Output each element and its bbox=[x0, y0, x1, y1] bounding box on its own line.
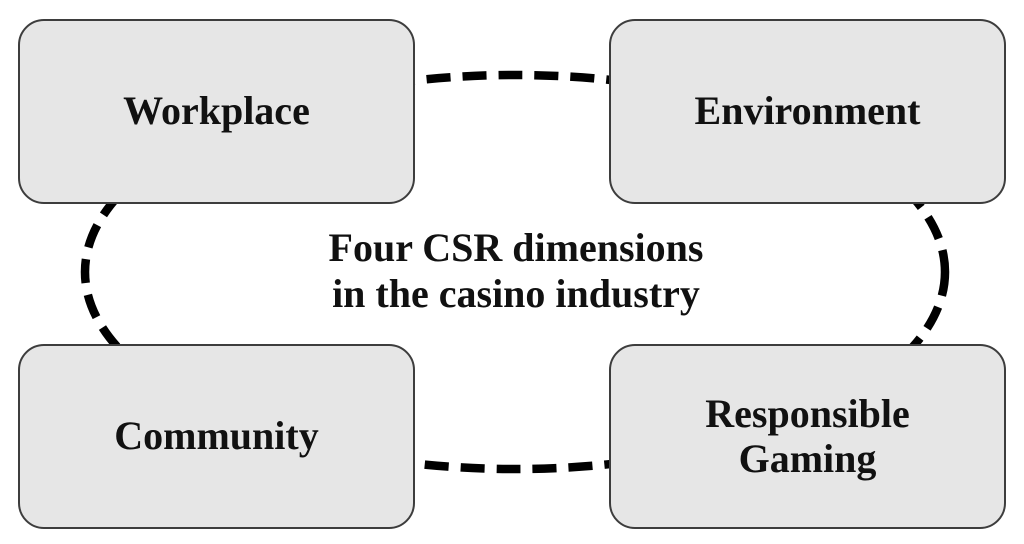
node-community-label: Community bbox=[114, 413, 319, 459]
node-environment-label: Environment bbox=[694, 88, 921, 134]
diagram-title-line-2: in the casino industry bbox=[332, 270, 700, 316]
node-workplace-label: Workplace bbox=[123, 88, 310, 134]
diagram-title-line-1: Four CSR dimensions bbox=[328, 225, 704, 270]
node-responsible-gaming: Responsible Gaming bbox=[609, 344, 1006, 529]
node-workplace: Workplace bbox=[18, 19, 415, 204]
node-community: Community bbox=[18, 344, 415, 529]
diagram-title: Four CSR dimensions in the casino indust… bbox=[0, 225, 1024, 316]
connector-ellipse-path bbox=[80, 70, 950, 474]
node-responsible-gaming-label: Responsible Gaming bbox=[705, 390, 910, 481]
node-environment: Environment bbox=[609, 19, 1006, 204]
